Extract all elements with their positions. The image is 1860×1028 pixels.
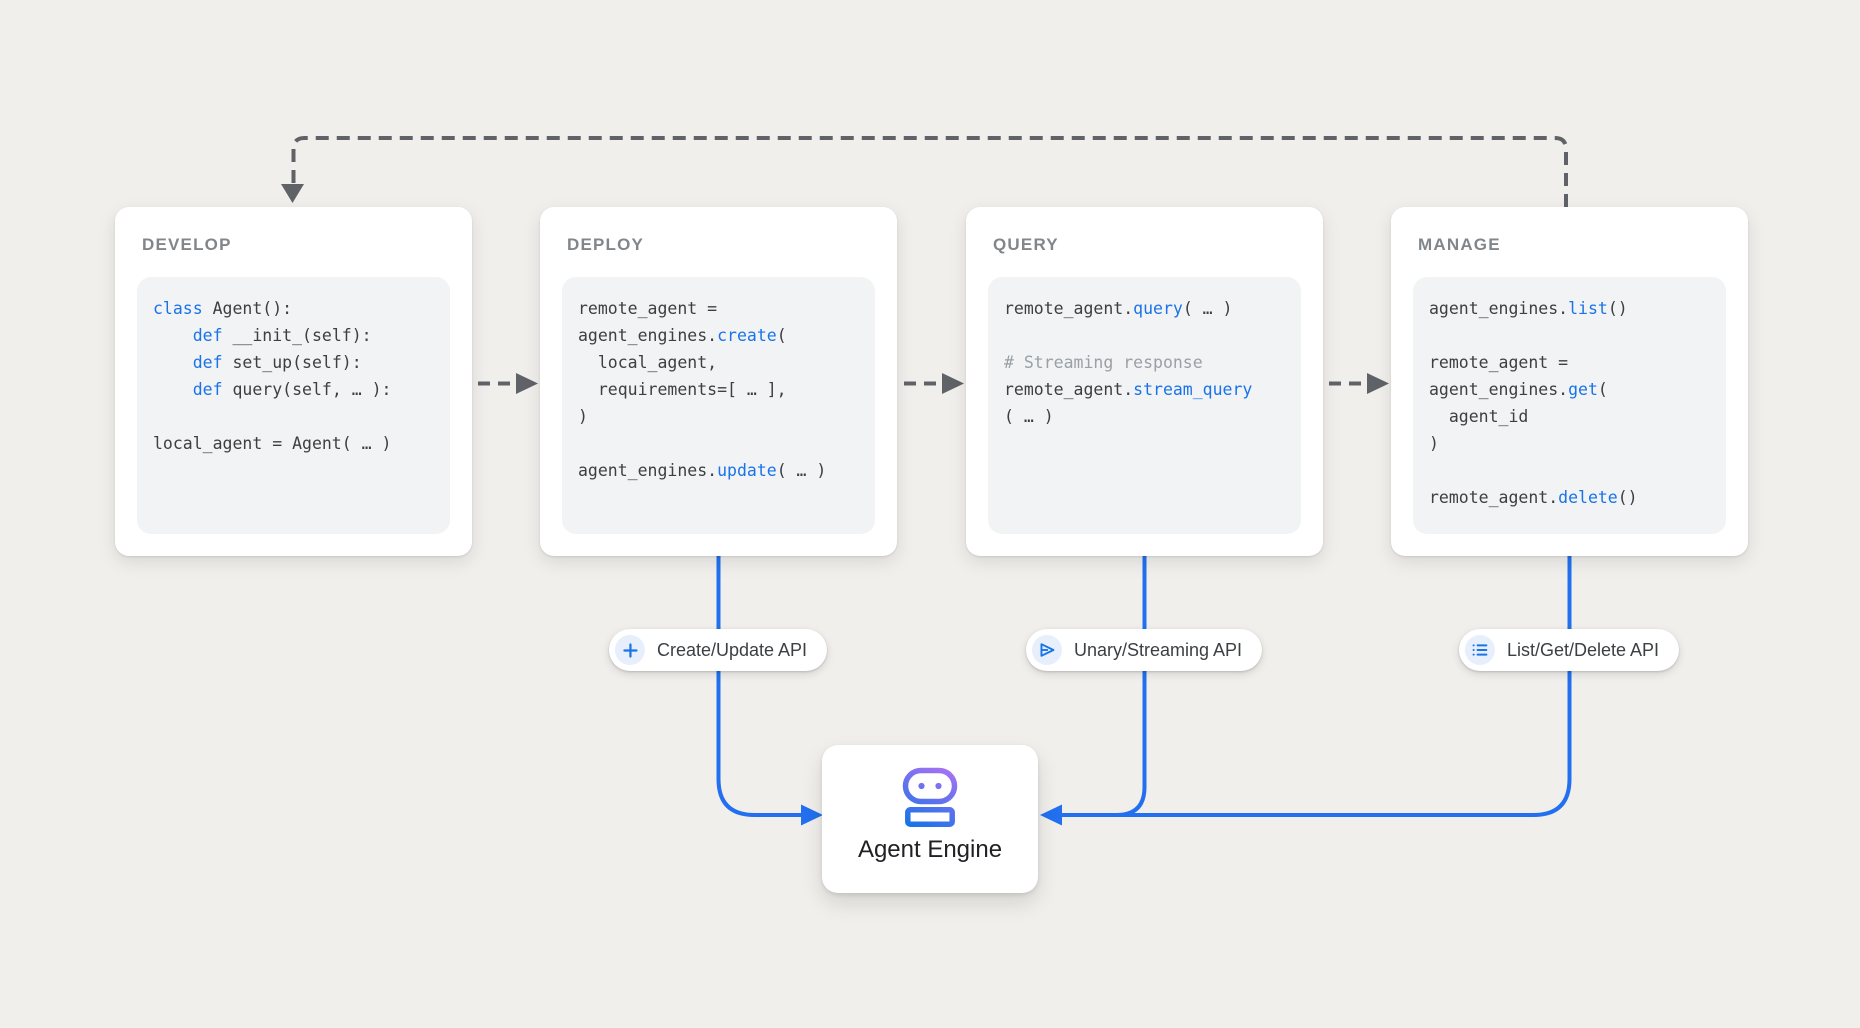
code-line: remote_agent =: [578, 299, 718, 318]
deploy-to-query-arrow: [904, 373, 964, 394]
code-line: agent_id: [1429, 407, 1529, 426]
stage-card-deploy: DEPLOY remote_agent = agent_engines.creat…: [540, 207, 897, 556]
code-block: class Agent(): def __init_(self): def se…: [137, 277, 450, 534]
badge-unary-streaming-api: Unary/Streaming API: [1025, 629, 1263, 671]
code-line: [578, 430, 859, 457]
code-line: ( … ): [1004, 407, 1054, 426]
arrowhead-right: [942, 373, 964, 394]
stage-title: QUERY: [993, 235, 1059, 254]
code-line: def query(self, … ):: [192, 380, 392, 399]
code-line: def set_up(self):: [192, 353, 362, 372]
code-line: class Agent():: [153, 299, 293, 318]
arrowhead-down: [281, 184, 304, 203]
query-to-engine-line: [1062, 556, 1147, 817]
agent-engine-node: Agent Engine: [822, 745, 1038, 893]
stage-card-manage: MANAGE agent_engines.list() remote_agent…: [1391, 207, 1748, 556]
code-line: local_agent = Agent( … ): [153, 434, 392, 453]
badge-list-get-delete-api: List/Get/Delete API: [1458, 629, 1680, 671]
badge-create-update-api: Create/Update API: [608, 629, 828, 671]
code-line: [1429, 322, 1710, 349]
engine-label: Agent Engine: [857, 836, 1003, 863]
code-line: agent_engines.update( … ): [578, 461, 827, 480]
code-line: ): [1429, 434, 1439, 453]
manage-to-develop-loop-arrow: [281, 136, 1568, 207]
code-line: # Streaming response: [1004, 353, 1203, 372]
code-block: agent_engines.list() remote_agent = agent…: [1413, 277, 1726, 534]
code-line: [153, 403, 434, 430]
query-to-manage-arrow: [1329, 373, 1389, 394]
code-line: ): [578, 407, 588, 426]
code-line: [1429, 457, 1710, 484]
stage-card-develop: DEVELOP class Agent(): def __init_(self)…: [115, 207, 472, 556]
code-line: remote_agent.query( … ): [1004, 299, 1233, 318]
plus-icon: [614, 635, 645, 665]
stage-title: DEPLOY: [567, 235, 645, 254]
code-block: remote_agent = agent_engines.create( loca…: [562, 277, 875, 534]
list-icon: [1464, 635, 1495, 665]
arrowhead-right: [801, 804, 823, 826]
badge-label: Unary/Streaming API: [1073, 639, 1243, 660]
robot-icon: [902, 767, 958, 827]
badge-label: Create/Update API: [656, 639, 808, 660]
code-line: remote_agent =: [1429, 353, 1569, 372]
code-line: local_agent,: [578, 353, 718, 372]
code-line: remote_agent.delete(): [1429, 488, 1638, 507]
stage-card-query: QUERY remote_agent.query( … ) # Streamin…: [966, 207, 1323, 556]
develop-to-deploy-arrow: [478, 373, 538, 394]
code-line: def __init_(self):: [192, 326, 372, 345]
stage-title: DEVELOP: [142, 235, 232, 254]
code-line: requirements=[ … ],: [578, 380, 787, 399]
stage-title: MANAGE: [1418, 235, 1501, 254]
code-line: agent_engines.get(: [1429, 380, 1608, 399]
arrowhead-right: [516, 373, 538, 394]
code-line: remote_agent.stream_query: [1004, 380, 1253, 399]
badge-label: List/Get/Delete API: [1506, 639, 1660, 660]
send-icon: [1031, 635, 1062, 665]
arrowhead-left: [1040, 804, 1062, 826]
manage-to-engine-line: [1040, 556, 1572, 826]
code-line: agent_engines.create(: [578, 326, 787, 345]
code-block: remote_agent.query( … ) # Streaming resp…: [988, 277, 1301, 534]
code-line: agent_engines.list(): [1429, 299, 1628, 318]
arrowhead-right: [1367, 373, 1389, 394]
code-line: [1004, 322, 1285, 349]
deploy-to-engine-line: [716, 556, 823, 826]
